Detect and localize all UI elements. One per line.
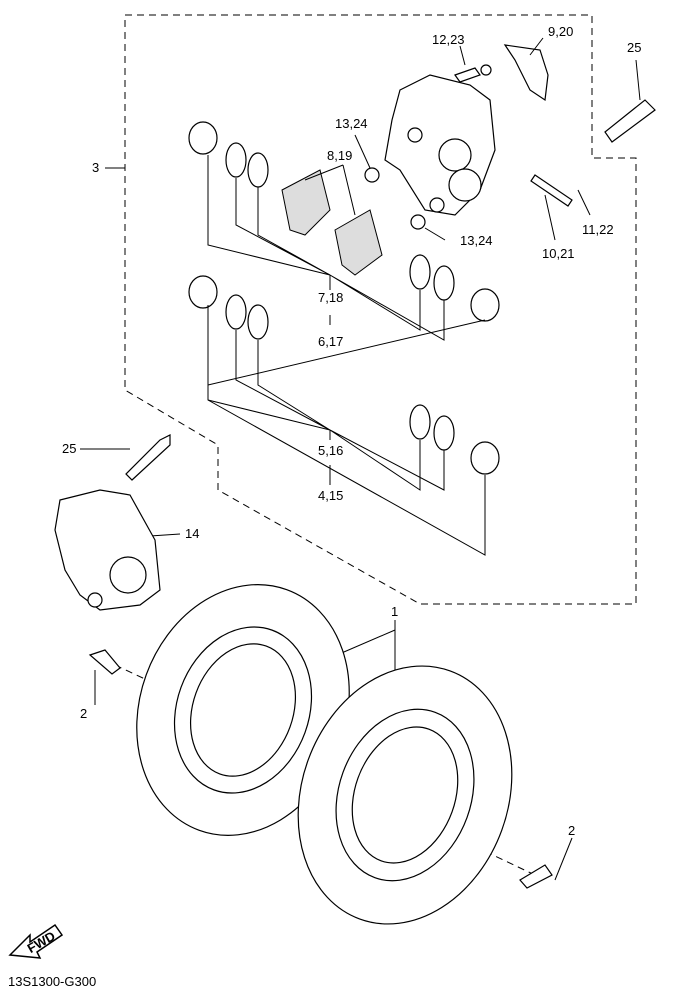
bolt-left (125, 434, 171, 481)
callout-12-23: 12,23 (432, 32, 465, 47)
callout-10-21: 10,21 (542, 246, 575, 261)
callout-14: 14 (185, 526, 199, 541)
callout-25-left: 25 (62, 441, 76, 456)
fwd-arrow-icon: FWD (8, 923, 64, 959)
leader-lines (80, 37, 641, 881)
bolt-disc-left (88, 649, 121, 675)
pad-1 (281, 169, 331, 236)
callout-8-19: 8,19 (327, 148, 352, 163)
caliper-rear (54, 489, 161, 611)
pad-spring (503, 44, 549, 102)
callout-11-22: 11,22 (582, 222, 614, 237)
piston-small-1 (364, 167, 380, 183)
callout-13-24-top: 13,24 (335, 116, 368, 131)
callout-7-18: 7,18 (318, 290, 343, 305)
caliper-front (384, 74, 496, 216)
pad-pin (530, 174, 573, 207)
callout-13-24-bottom: 13,24 (460, 233, 493, 248)
callout-9-20: 9,20 (548, 24, 573, 39)
diagram-code: 13S1300-G300 (8, 974, 96, 989)
bolt-top (604, 99, 656, 143)
bleed-screw (454, 67, 481, 83)
bolt-disc-right (519, 864, 553, 889)
callout-25-top: 25 (627, 40, 641, 55)
callout-1: 1 (391, 604, 398, 619)
brake-disc-left (136, 584, 350, 836)
callout-6-17: 6,17 (318, 334, 343, 349)
callout-5-16: 5,16 (318, 443, 343, 458)
pad-2 (334, 209, 383, 276)
brake-disc-right (297, 665, 513, 925)
callout-2-right: 2 (568, 823, 575, 838)
piston-small-2 (410, 214, 426, 230)
callout-4-15: 4,15 (318, 488, 343, 503)
callout-3: 3 (92, 160, 99, 175)
pistons-seals (188, 121, 500, 475)
assembly-boundary (124, 14, 637, 605)
bleed-cap (480, 64, 492, 76)
callout-2-left: 2 (80, 706, 87, 721)
